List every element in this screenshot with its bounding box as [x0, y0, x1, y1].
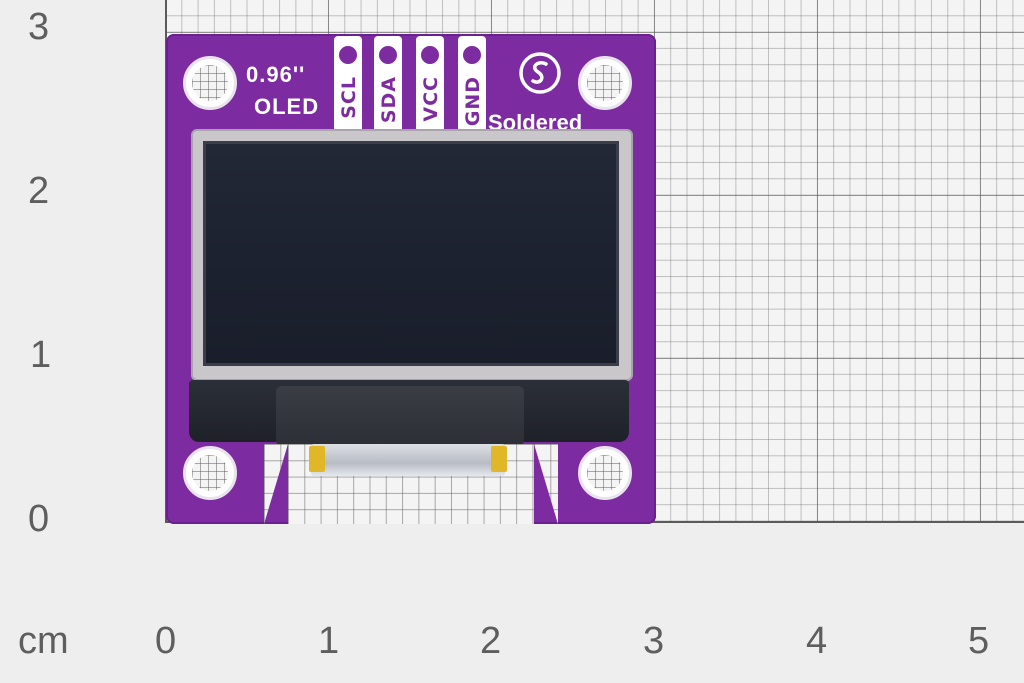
mounting-hole-bottom-right — [578, 446, 632, 500]
type-label: OLED — [254, 94, 320, 119]
ribbon-connector-tail — [309, 444, 507, 476]
pin-vcc: VCC — [416, 36, 444, 132]
pin-label-sda: SDA — [378, 76, 400, 124]
pin-gnd: GND — [458, 36, 486, 132]
x-label-2: 2 — [480, 620, 502, 662]
x-label-0: 0 — [155, 620, 177, 662]
oled-screen — [203, 141, 619, 366]
mounting-hole-bottom-left — [183, 446, 237, 500]
brand-label: Soldered — [488, 110, 583, 135]
y-label-2: 2 — [28, 170, 50, 212]
oled-module-board: 0.96'' OLED SCL SDA VCC GND Soldered — [166, 34, 656, 524]
board-cutout-left — [264, 444, 288, 524]
unit-label: cm — [18, 620, 69, 662]
x-label-3: 3 — [643, 620, 665, 662]
oled-panel-frame — [193, 131, 631, 379]
y-label-1: 1 — [30, 334, 52, 376]
x-label-5: 5 — [968, 620, 990, 662]
mounting-hole-top-left — [183, 56, 237, 110]
board-cutout-right — [534, 444, 558, 524]
pin-label-vcc: VCC — [420, 76, 442, 122]
size-label: 0.96'' — [246, 62, 306, 87]
pin-sda: SDA — [374, 36, 402, 132]
y-label-3: 3 — [28, 6, 50, 48]
soldered-logo-icon — [519, 52, 561, 94]
x-label-1: 1 — [318, 620, 340, 662]
pin-label-gnd: GND — [462, 76, 484, 127]
flex-ribbon-cable — [276, 386, 524, 446]
mounting-hole-top-right — [578, 56, 632, 110]
pin-scl: SCL — [334, 36, 362, 132]
y-label-0: 0 — [28, 498, 50, 540]
x-label-4: 4 — [806, 620, 828, 662]
pin-label-scl: SCL — [338, 76, 360, 119]
